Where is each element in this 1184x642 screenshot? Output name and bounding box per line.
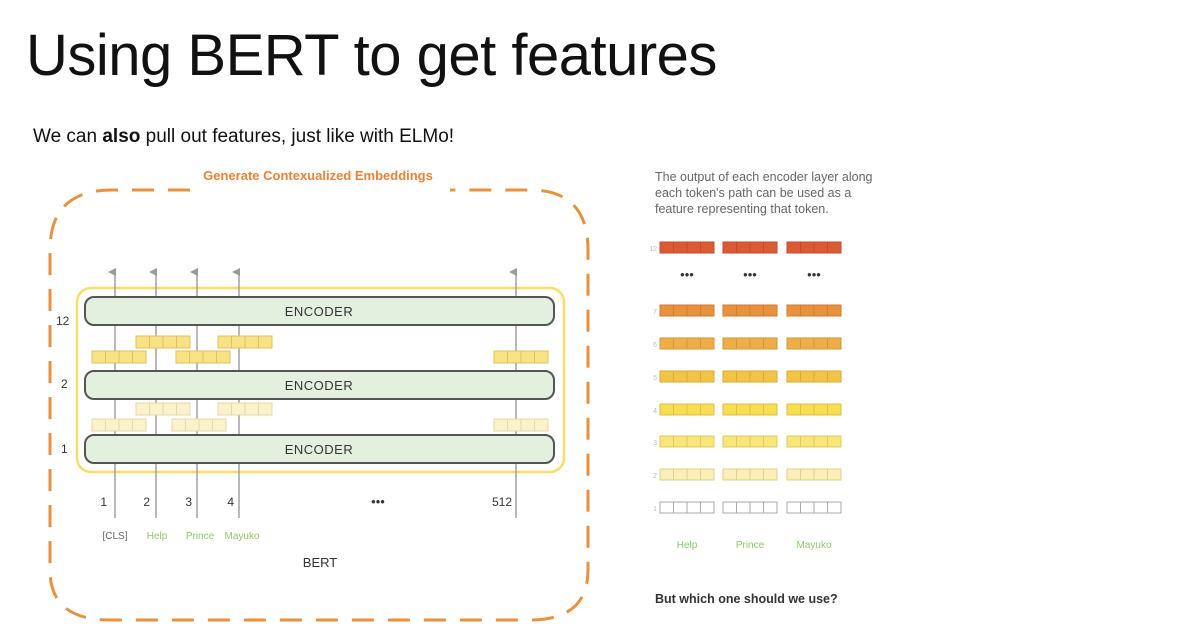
right-token-prince: Prince bbox=[736, 540, 765, 551]
feature-vector-layer5-token1 bbox=[659, 370, 715, 383]
feature-vector-layer6-token2 bbox=[722, 337, 778, 350]
feature-vector-layer12-token1 bbox=[659, 241, 715, 254]
encoder-12: ENCODER bbox=[84, 296, 555, 326]
encoder-1: ENCODER bbox=[84, 434, 555, 464]
layer-number-6: 6 bbox=[653, 342, 657, 349]
left-diagram: Generate Contexualized Embeddings bbox=[48, 168, 590, 622]
embedding-row-bottom bbox=[91, 350, 549, 364]
feature-vector-layer6-token3 bbox=[786, 337, 842, 350]
feature-vector-layer4-token3 bbox=[786, 403, 842, 416]
encoder-2-label: ENCODER bbox=[285, 378, 354, 393]
layer-number-12: 12 bbox=[649, 246, 657, 253]
layer-number-2: 2 bbox=[653, 473, 657, 480]
token-cls: [CLS] bbox=[102, 531, 127, 542]
slide-title: Using BERT to get features bbox=[26, 23, 717, 88]
layer-number-4: 4 bbox=[653, 408, 657, 415]
layer-label-1: 1 bbox=[61, 442, 68, 456]
layer-number-7: 7 bbox=[653, 309, 657, 316]
subtitle: We can also pull out features, just like… bbox=[33, 126, 454, 148]
encoder-stack-highlight bbox=[75, 286, 566, 474]
layer-number-5: 5 bbox=[653, 375, 657, 382]
position-3: 3 bbox=[185, 495, 192, 509]
token-mayuko: Mayuko bbox=[224, 531, 259, 542]
dashed-outline bbox=[48, 188, 590, 622]
position-ellipsis: ••• bbox=[371, 494, 385, 509]
model-label: BERT bbox=[303, 555, 337, 570]
layer1-embeddings bbox=[91, 402, 549, 432]
feature-vector-layer1-token3 bbox=[786, 501, 842, 514]
ellipsis-help: ••• bbox=[680, 267, 694, 282]
layer2-embeddings bbox=[91, 335, 549, 364]
feature-vector-layer2-token2 bbox=[722, 468, 778, 481]
feature-grid: 12 7 6 5 4 3 2 1 bbox=[649, 241, 842, 514]
feature-vector-layer4-token1 bbox=[659, 403, 715, 416]
feature-vector-layer1-token1 bbox=[659, 501, 715, 514]
position-2: 2 bbox=[143, 495, 150, 509]
feature-vector-layer7-token2 bbox=[722, 304, 778, 317]
feature-vector-layer7-token3 bbox=[786, 304, 842, 317]
ellipsis-prince: ••• bbox=[743, 267, 757, 282]
right-token-help: Help bbox=[677, 540, 698, 551]
feature-vector-layer3-token1 bbox=[659, 435, 715, 448]
feature-vector-layer2-token1 bbox=[659, 468, 715, 481]
feature-vector-layer12-token2 bbox=[722, 241, 778, 254]
dashed-title: Generate Contexualized Embeddings bbox=[203, 168, 433, 183]
position-512: 512 bbox=[492, 495, 512, 509]
description-line-2: each token's path can be used as a bbox=[655, 186, 851, 200]
encoder-1-label: ENCODER bbox=[285, 442, 354, 457]
encoder-2: ENCODER bbox=[84, 370, 555, 400]
description-line-1: The output of each encoder layer along bbox=[655, 170, 873, 184]
feature-vector-layer5-token2 bbox=[722, 370, 778, 383]
layer-label-2: 2 bbox=[61, 377, 68, 391]
feature-vector-layer7-token1 bbox=[659, 304, 715, 317]
embedding-row-top bbox=[135, 335, 273, 349]
feature-vector-layer3-token2 bbox=[722, 435, 778, 448]
subtitle-pre: We can bbox=[33, 126, 103, 147]
position-1: 1 bbox=[100, 495, 107, 509]
ellipsis-mayuko: ••• bbox=[807, 267, 821, 282]
feature-vector-layer5-token3 bbox=[786, 370, 842, 383]
layer-number-1: 1 bbox=[653, 506, 657, 513]
position-4: 4 bbox=[227, 495, 234, 509]
description-line-3: feature representing that token. bbox=[655, 202, 829, 216]
encoder-12-label: ENCODER bbox=[285, 304, 354, 319]
embedding-row-top-faint bbox=[135, 402, 273, 416]
layer-label-12: 12 bbox=[56, 314, 70, 328]
subtitle-bold: also bbox=[102, 126, 141, 147]
feature-vector-layer12-token3 bbox=[786, 241, 842, 254]
feature-vector-layer4-token2 bbox=[722, 403, 778, 416]
layer-number-3: 3 bbox=[653, 440, 657, 447]
right-diagram: The output of each encoder layer along e… bbox=[649, 170, 872, 606]
feature-vector-layer3-token3 bbox=[786, 435, 842, 448]
question: But which one should we use? bbox=[655, 592, 838, 606]
token-help: Help bbox=[147, 531, 168, 542]
embedding-row-bottom-faint bbox=[91, 418, 549, 432]
right-token-mayuko: Mayuko bbox=[796, 540, 831, 551]
token-prince: Prince bbox=[186, 531, 215, 542]
subtitle-post: pull out features, just like with ELMo! bbox=[140, 126, 455, 147]
feature-vector-layer2-token3 bbox=[786, 468, 842, 481]
feature-vector-layer1-token2 bbox=[722, 501, 778, 514]
feature-vector-layer6-token1 bbox=[659, 337, 715, 350]
